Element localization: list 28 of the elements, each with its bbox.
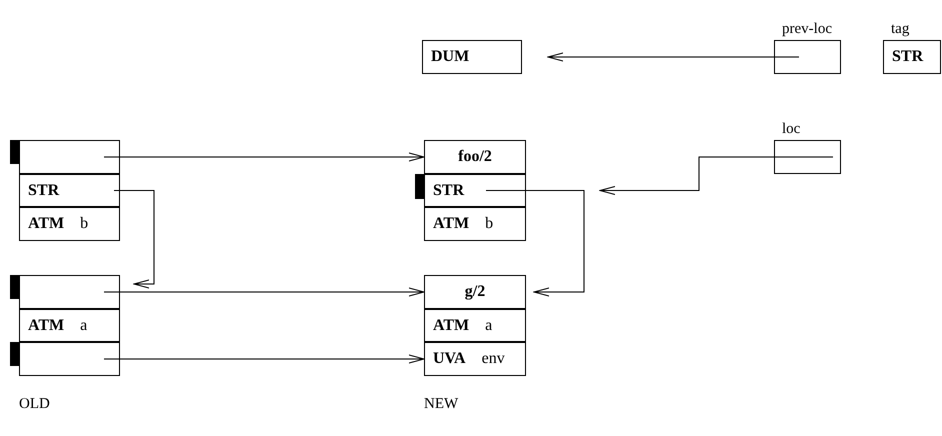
arrow xyxy=(104,152,424,162)
cell-tag: DUM xyxy=(431,49,470,65)
cell-tag: STR xyxy=(28,182,60,198)
arrow xyxy=(104,354,424,364)
cell-tag: STR xyxy=(892,49,924,65)
cell-value: b xyxy=(485,216,494,232)
cell-tag: ATM xyxy=(433,318,470,334)
cell-tag: foo/2 xyxy=(458,149,492,165)
cell-tag: ATM xyxy=(433,216,470,232)
area-label: NEW xyxy=(424,397,458,412)
arrow xyxy=(104,288,424,296)
cell-value: env xyxy=(482,351,505,367)
cell-tag: STR xyxy=(433,182,464,198)
cell-tag: UVA xyxy=(433,351,466,367)
arrow xyxy=(114,190,154,288)
pointer-label: tag xyxy=(891,22,910,37)
pointer-label: loc xyxy=(782,122,800,137)
cell-value: b xyxy=(80,216,88,232)
cell-tag: ATM xyxy=(28,216,64,232)
arrow xyxy=(486,190,584,296)
cell-value: a xyxy=(80,318,88,334)
cell-tag: g/2 xyxy=(464,284,486,300)
area-label: OLD xyxy=(19,397,50,412)
arrow xyxy=(548,52,800,62)
cell-tag: ATM xyxy=(28,318,64,334)
cell-value: a xyxy=(485,318,492,334)
arrow xyxy=(600,156,834,195)
pointer-label: prev-loc xyxy=(782,22,832,37)
